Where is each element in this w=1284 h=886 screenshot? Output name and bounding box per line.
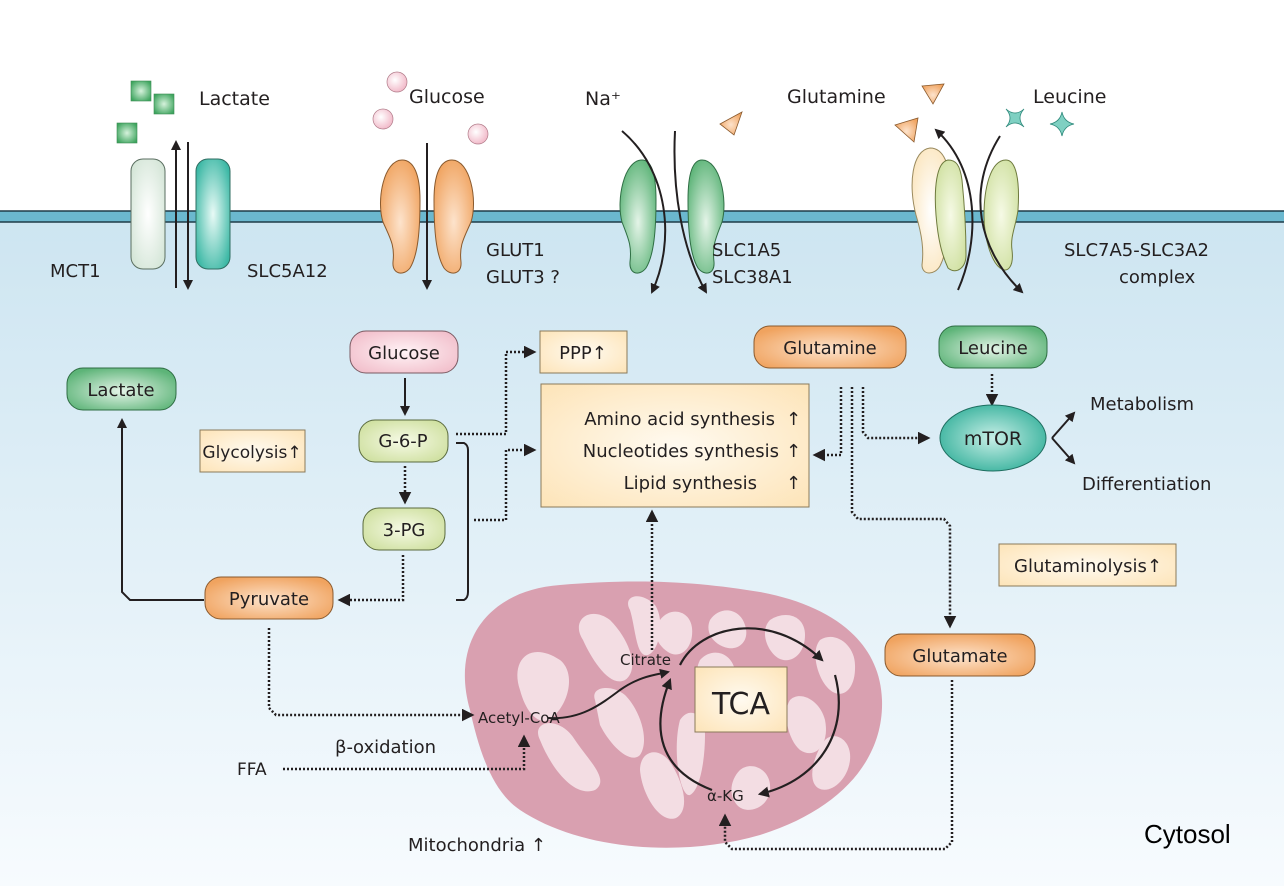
glycolysis-bracket [456,442,469,601]
3pg-node-label: 3-PG [383,520,426,541]
glut1-label: GLUT1 [486,240,545,261]
ppp-box [539,330,628,374]
glucose-node [349,330,459,374]
lipid-up-arrow: ↑ [786,473,801,494]
beta-oxidation-label: β-oxidation [335,737,436,758]
slc38a1-label: SLC38A1 [712,267,793,288]
mitochondria-label: Mitochondria ↑ [408,835,546,856]
lactate-molecule-icons [116,80,175,144]
leucine-node-label: Leucine [958,338,1028,359]
slc7a5-label-line2: complex [1119,267,1196,288]
tca-cycle-arrow-right [757,674,840,798]
glucose-molecule-icons [372,71,489,145]
ffa-label: FFA [237,760,267,780]
ppp-label: PPP↑ [559,343,607,364]
citrate-label: Citrate [620,651,671,669]
glycolysis-to-synthesis-arrow [474,443,537,522]
mct1-label: MCT1 [50,261,101,282]
extracellular-glutamine-label: Glutamine [787,86,886,108]
tca-cycle-arrow-left [659,677,713,792]
slc1a5-transporter [619,159,725,274]
leucine-node [938,325,1048,369]
mtor-to-metabolism-arrow [1051,411,1076,439]
metabolism-label: Metabolism [1090,394,1194,415]
sodium-label: Na⁺ [585,88,621,110]
mtor-node [939,404,1047,472]
leucine-influx-arrow [979,135,1024,294]
mtor-to-differentiation-arrow [1051,437,1076,465]
tca-label: TCA [711,687,771,722]
akg-label: α-KG [707,787,744,805]
differentiation-label: Differentiation [1082,474,1211,495]
glycolysis-box [199,429,306,473]
glutamine-efflux-arrow [934,128,974,291]
sodium-influx-arrow [621,130,667,294]
glycolysis-label: Glycolysis↑ [202,443,301,463]
glutamine-to-mtor-arrow [861,387,931,445]
slc1a5-label: SLC1A5 [712,240,781,261]
acetyl-coa-label: Acetyl-CoA [478,709,560,727]
glucose-node-label: Glucose [368,343,440,364]
tca-cycle-arrow-top [679,627,824,666]
ffa-to-acetyl-coa-arrow [283,734,531,771]
glutamine-node-label: Glutamine [783,338,876,359]
slc7a5-slc3a2-complex [911,147,1019,274]
extracellular-lactate-label: Lactate [199,88,270,110]
amino-acid-up-arrow: ↑ [786,409,801,430]
g6p-node-label: G-6-P [378,431,427,452]
lactate-node [66,367,177,411]
glutamate-node [884,633,1036,677]
leucine-molecule-icons [1005,108,1075,137]
glutamine-node [753,325,907,369]
acetyl-coa-to-citrate-arrow [547,668,670,720]
glutaminolysis-label: Glutaminolysis↑ [1014,556,1162,577]
lactate-node-label: Lactate [87,380,154,401]
pyruvate-node [204,576,334,620]
slc7a5-label-line1: SLC7A5-SLC3A2 [1064,240,1209,261]
slc5a12-transporter [195,158,231,270]
3pg-node [362,507,446,551]
glutamate-node-label: Glutamate [912,646,1007,667]
extracellular-leucine-label: Leucine [1033,86,1106,108]
glutamine-influx-arrow [673,130,707,294]
glut-transporter [380,159,474,274]
mtor-node-label: mTOR [964,428,1022,450]
biosynthesis-box [540,383,810,508]
amino-acid-synthesis-label: Amino acid synthesis [584,409,775,430]
glutamine-molecule-icons [719,83,945,143]
lipid-synthesis-label: Lipid synthesis [624,473,757,494]
tca-box [694,666,788,733]
mct1-transporter [130,158,166,270]
g6p-to-ppp-arrow [456,345,537,436]
3pg-to-pyruvate-arrow [337,555,405,607]
nucleotides-up-arrow: ↑ [786,441,801,462]
glutamine-to-glutamate-arrow [850,387,957,629]
nucleotides-synthesis-label: Nucleotides synthesis [583,441,779,462]
glutamine-to-synthesis-arrow [812,387,843,462]
glut3-label: GLUT3 ? [486,267,560,288]
pyruvate-node-label: Pyruvate [229,589,309,610]
extracellular-glucose-label: Glucose [409,86,485,108]
g6p-node [358,419,449,463]
glutaminolysis-box [998,543,1177,587]
pyruvate-to-acetyl-coa-arrow [267,628,475,722]
pyruvate-to-lactate-arrow [117,418,204,601]
cytosol-label: Cytosol [1144,819,1231,849]
slc5a12-label: SLC5A12 [247,261,328,282]
